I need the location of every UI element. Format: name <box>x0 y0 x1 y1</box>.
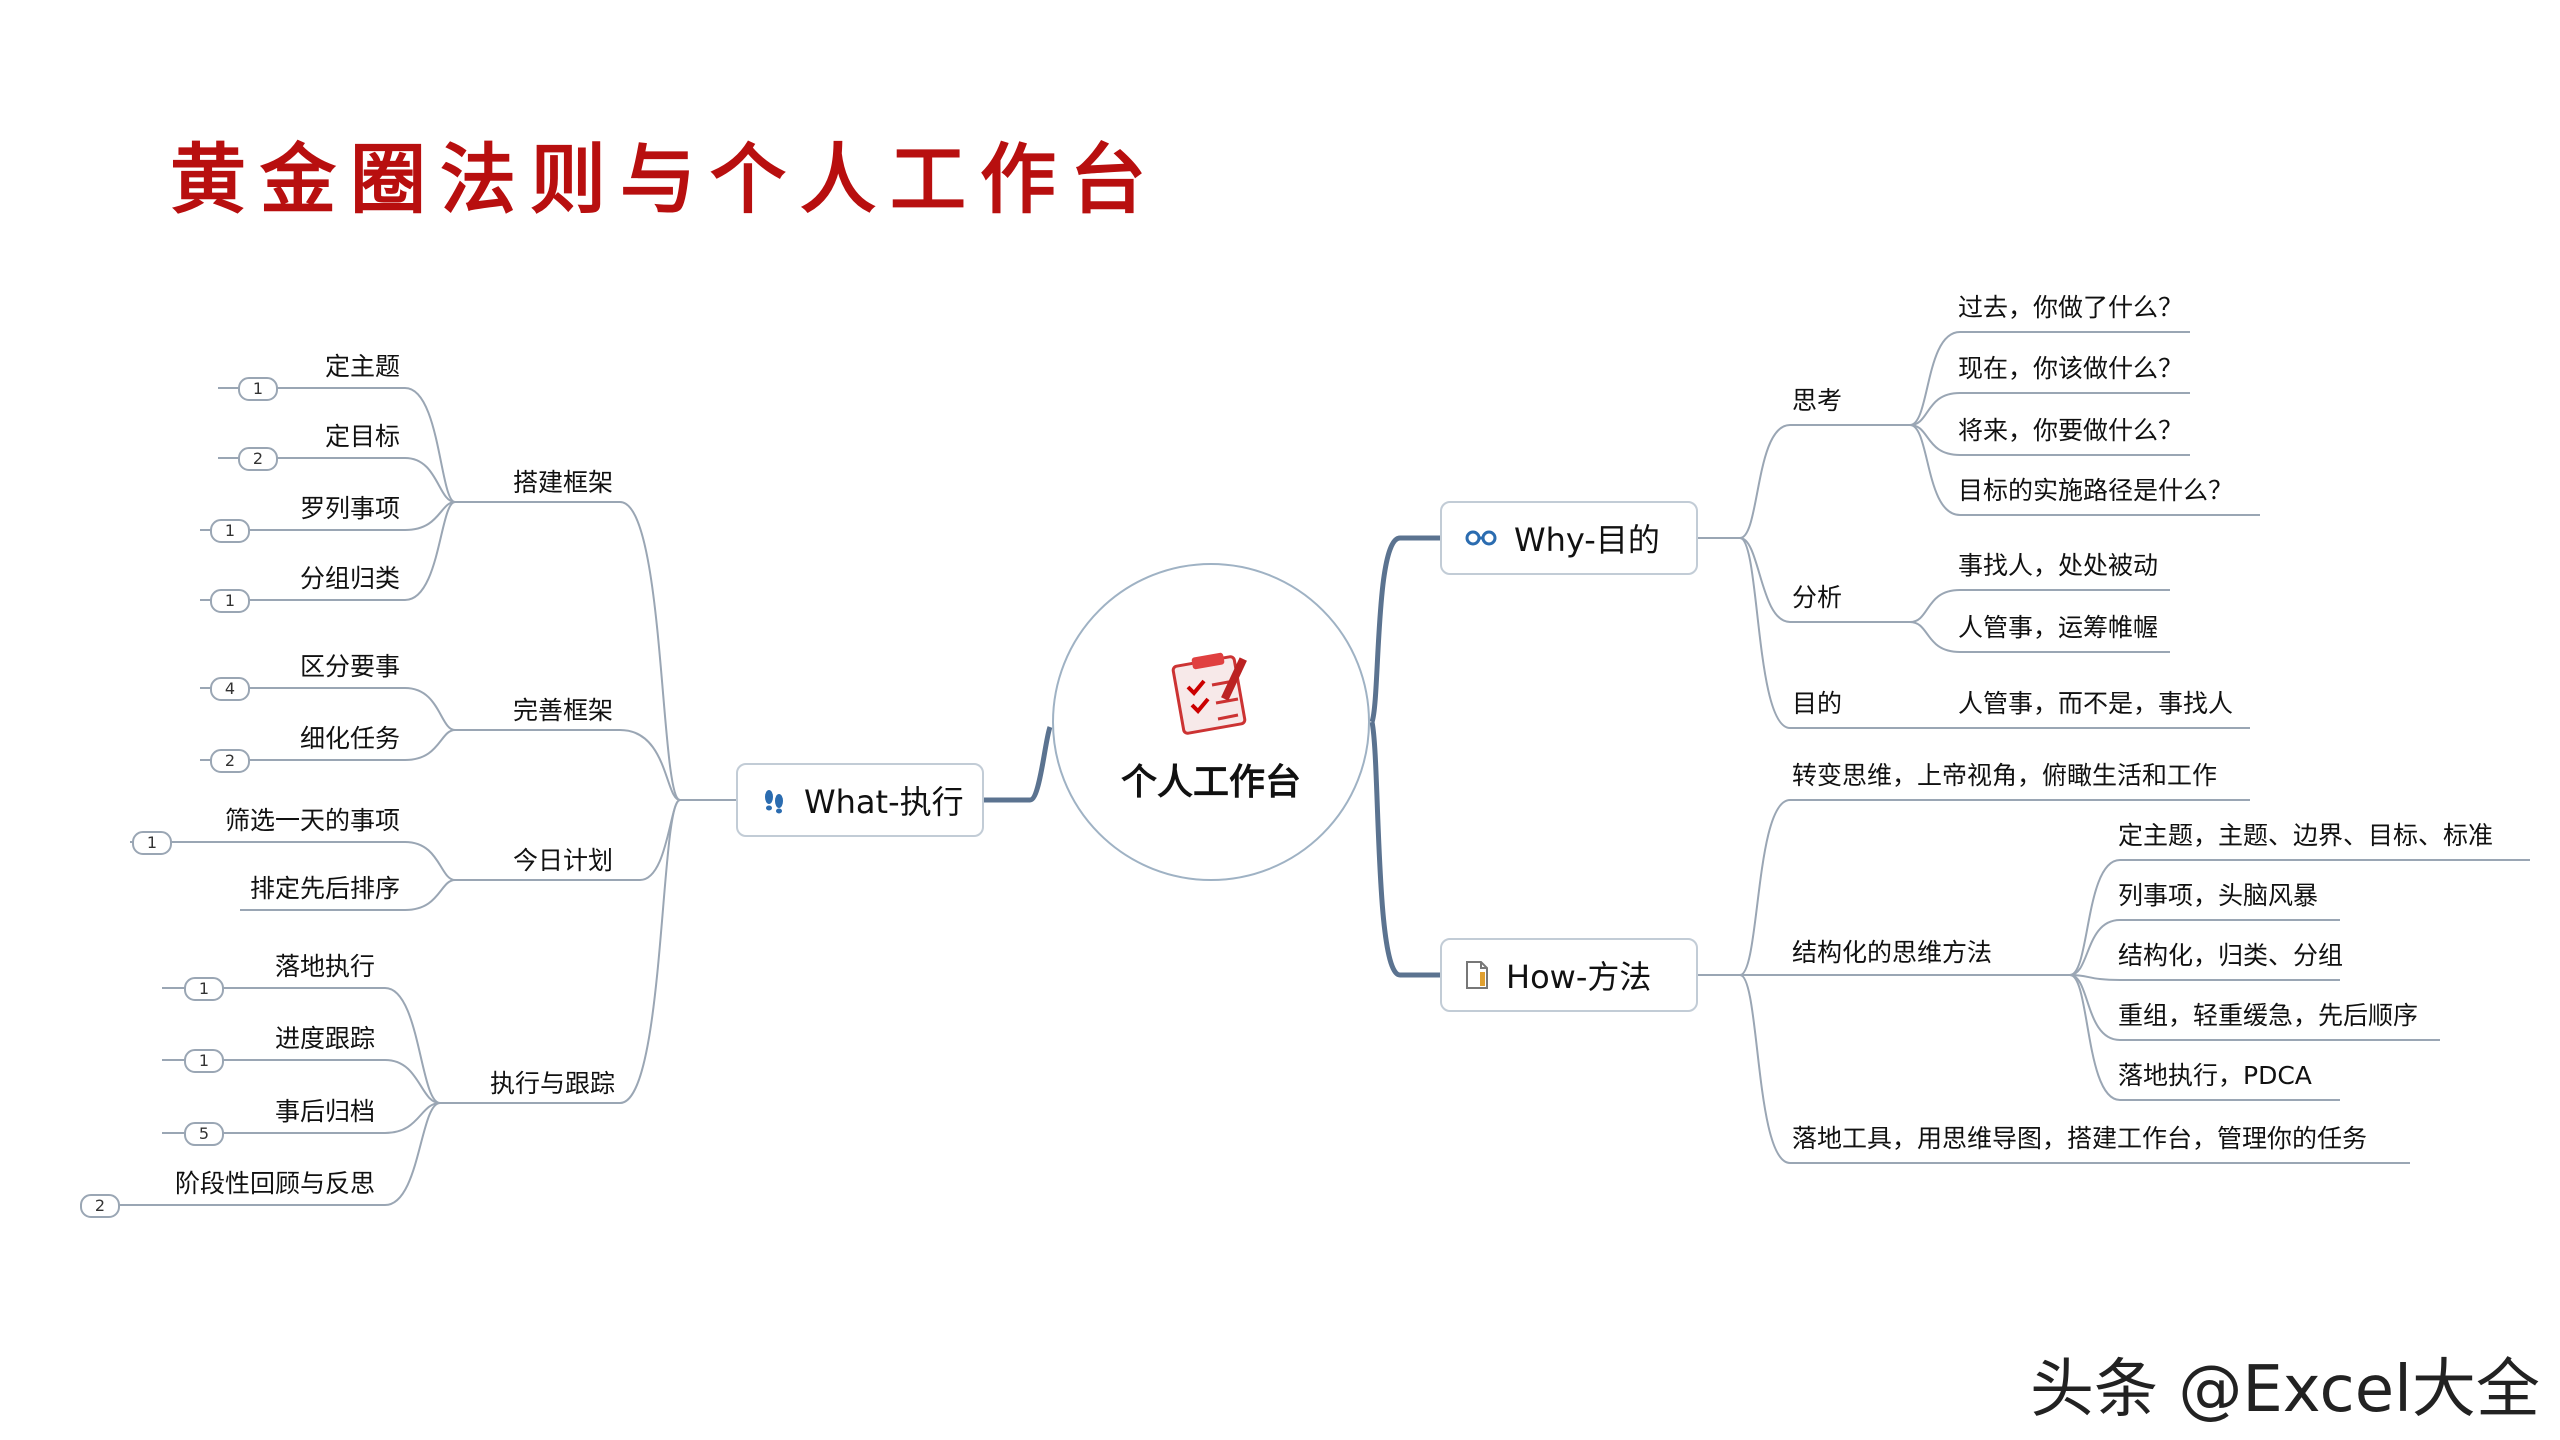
how-item[interactable]: 结构化的思维方法 <box>1792 938 1993 967</box>
branch-how-label: How-方法 <box>1506 958 1652 996</box>
central-topic[interactable]: 个人工作台 <box>1052 563 1370 881</box>
branch-why-label: Why-目的 <box>1514 521 1660 559</box>
branch-what-label: What-执行 <box>804 783 964 821</box>
count-badge[interactable]: 1 <box>184 1049 224 1073</box>
count-badge[interactable]: 2 <box>210 749 250 773</box>
branch-how[interactable]: How-方法 <box>1440 938 1698 1012</box>
how-leaf[interactable]: 结构化，归类、分组 <box>2118 941 2344 970</box>
count-badge[interactable]: 5 <box>184 1122 224 1146</box>
count-badge[interactable]: 4 <box>210 677 250 701</box>
why-leaf[interactable]: 目标的实施路径是什么？ <box>1958 476 2234 505</box>
why-leaf[interactable]: 人管事，而不是，事找人 <box>1958 689 2234 718</box>
what-group-label[interactable]: 搭建框架 <box>513 468 614 497</box>
what-leaf[interactable]: 阶段性回顾与反思 <box>174 1169 375 1198</box>
glasses-icon <box>1464 528 1498 548</box>
why-leaf[interactable]: 人管事，运筹帷幄 <box>1958 613 2159 642</box>
what-leaf[interactable]: 定目标 <box>324 422 400 451</box>
branch-what[interactable]: What-执行 <box>736 763 984 837</box>
how-leaf[interactable]: 落地执行，PDCA <box>2118 1061 2312 1090</box>
count-badge[interactable]: 1 <box>210 519 250 543</box>
why-group-label[interactable]: 思考 <box>1792 386 1843 415</box>
how-leaf[interactable]: 列事项，头脑风暴 <box>2118 881 2319 910</box>
what-leaf[interactable]: 落地执行 <box>274 952 375 981</box>
branch-why[interactable]: Why-目的 <box>1440 501 1698 575</box>
what-leaf[interactable]: 事后归档 <box>274 1097 375 1126</box>
count-badge[interactable]: 1 <box>210 589 250 613</box>
central-topic-label: 个人工作台 <box>1120 762 1301 803</box>
what-leaf[interactable]: 进度跟踪 <box>274 1024 375 1053</box>
what-leaf[interactable]: 排定先后排序 <box>249 874 400 903</box>
why-group-label[interactable]: 分析 <box>1792 583 1843 612</box>
what-leaf[interactable]: 区分要事 <box>299 652 400 681</box>
how-item[interactable]: 落地工具，用思维导图，搭建工作台，管理你的任务 <box>1792 1124 2368 1153</box>
what-leaf[interactable]: 筛选一天的事项 <box>224 806 400 835</box>
why-leaf[interactable]: 将来，你要做什么？ <box>1958 416 2184 445</box>
why-leaf[interactable]: 事找人，处处被动 <box>1958 551 2159 580</box>
count-badge[interactable]: 1 <box>184 977 224 1001</box>
document-icon <box>1464 960 1490 990</box>
count-badge[interactable]: 2 <box>238 447 278 471</box>
page-title: 黄金圈法则与个人工作台 <box>170 135 1160 224</box>
count-badge[interactable]: 1 <box>132 831 172 855</box>
watermark: 头条 @Excel大全 <box>2030 1353 2540 1427</box>
count-badge[interactable]: 2 <box>80 1194 120 1218</box>
why-group-label[interactable]: 目的 <box>1792 689 1843 718</box>
why-leaf[interactable]: 过去，你做了什么？ <box>1958 293 2184 322</box>
what-leaf[interactable]: 细化任务 <box>299 724 400 753</box>
footprints-icon <box>760 786 788 814</box>
what-leaf[interactable]: 分组归类 <box>299 564 400 593</box>
what-leaf[interactable]: 罗列事项 <box>299 494 400 523</box>
what-group-label[interactable]: 执行与跟踪 <box>490 1069 616 1098</box>
what-group-label[interactable]: 今日计划 <box>513 846 614 875</box>
what-leaf[interactable]: 定主题 <box>324 352 400 381</box>
how-item[interactable]: 转变思维，上帝视角，俯瞰生活和工作 <box>1792 761 2218 790</box>
how-leaf[interactable]: 重组，轻重缓急，先后顺序 <box>2118 1001 2419 1030</box>
why-leaf[interactable]: 现在，你该做什么？ <box>1958 354 2184 383</box>
count-badge[interactable]: 1 <box>238 377 278 401</box>
checklist-icon <box>1168 647 1258 741</box>
how-leaf[interactable]: 定主题，主题、边界、目标、标准 <box>2118 821 2494 850</box>
what-group-label[interactable]: 完善框架 <box>513 696 614 725</box>
